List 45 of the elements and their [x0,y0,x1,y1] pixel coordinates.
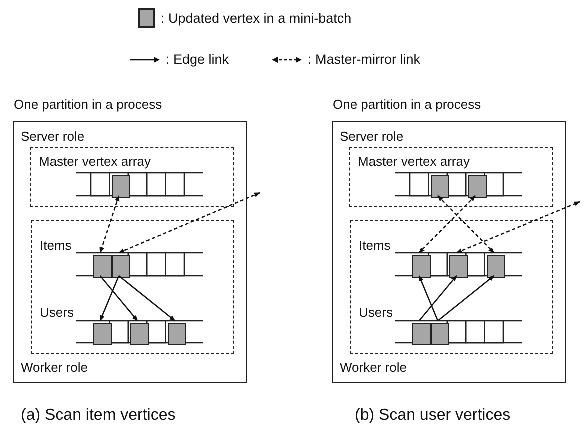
edge-link-arrow [418,276,458,322]
role-label: Users [40,305,74,320]
server-role-box [349,147,553,207]
role-label: Server role [21,129,85,144]
role-label: Items [40,238,72,253]
updated-vertex-cell [93,323,112,345]
role-label: Server role [340,129,404,144]
updated-vertex-cell [112,255,130,278]
master-mirror-link [438,196,495,254]
role-label: Master vertex array [358,154,470,169]
updated-vertex-cell [486,255,506,278]
master-mirror-link [456,201,581,254]
updated-vertex-cell [412,323,431,345]
role-label: Users [359,305,393,320]
legend-label: : Updated vertex in a mini-batch [161,10,352,26]
role-label: Items [359,238,391,253]
updated-vertex-cell [430,323,450,345]
updated-vertex-cell [168,323,186,345]
worker-role-box [350,220,553,354]
master-mirror-link [118,192,261,254]
updated-vertex-cell [93,255,112,278]
partition-heading: One partition in a process [333,97,482,112]
edge-link-arrow [438,276,495,322]
updated-vertex-cell [430,175,450,198]
role-label: Worker role [340,360,407,375]
edge-link-arrow [418,275,439,322]
partition-heading: One partition in a process [14,97,162,112]
master-mirror-link [418,196,476,254]
legend-label: : Master-mirror link [308,52,421,67]
server-role-box [30,147,234,207]
updated-vertex-cell [412,255,431,278]
panel-caption: (a) Scan item vertices [21,406,176,425]
edge-link-arrow [118,276,176,322]
updated-vertex-cell [449,255,468,278]
role-label: Worker role [21,360,88,375]
edge-link-arrow [100,276,120,322]
edge-link-arrow [100,276,138,322]
updated-vertex-cell [112,175,130,198]
master-mirror-link [100,195,120,254]
worker-role-box [31,220,234,354]
legend-label: : Edge link [166,52,230,67]
updated-vertex-cell [130,323,150,345]
panel-caption: (b) Scan user vertices [355,406,511,425]
role-label: Master vertex array [39,154,151,169]
updated-vertex-cell [468,175,487,198]
